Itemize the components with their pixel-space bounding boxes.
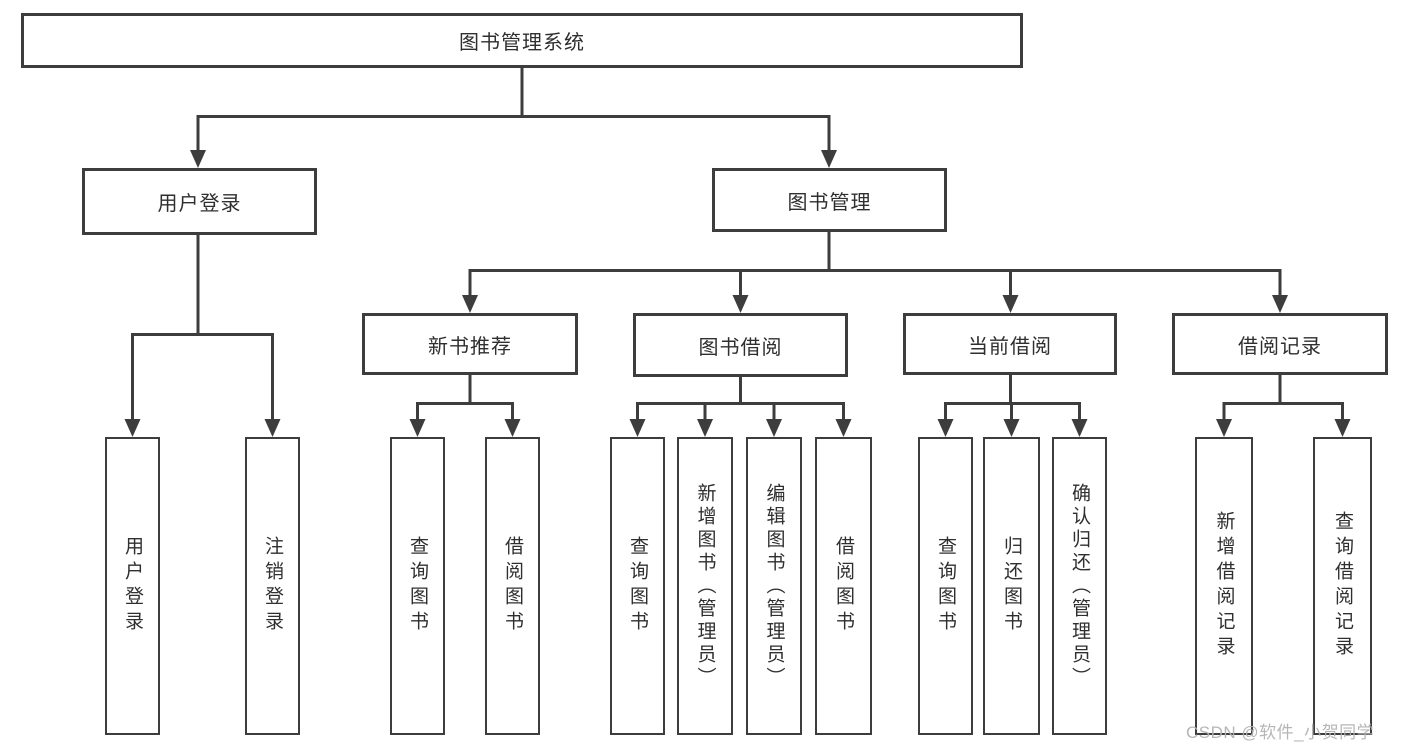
leaf-user-login: 用户登录 [105, 437, 160, 735]
leaf-query-books-borrowing: 查询图书 [610, 437, 665, 735]
node-book-management: 图书管理 [712, 168, 947, 232]
node-library-management-system: 图书管理系统 [21, 13, 1023, 68]
leaf-add-borrow-record: 新增借阅记录 [1195, 437, 1253, 735]
leaf-query-books-current: 查询图书 [918, 437, 973, 735]
leaf-query-books-recommend: 查询图书 [390, 437, 445, 735]
leaf-borrow-books-borrowing: 借阅图书 [815, 437, 872, 735]
node-user-login: 用户登录 [82, 168, 317, 235]
node-borrow-records: 借阅记录 [1172, 313, 1388, 375]
node-current-borrowing: 当前借阅 [903, 313, 1117, 375]
node-new-book-recommend: 新书推荐 [362, 313, 578, 375]
leaf-query-borrow-record: 查询借阅记录 [1313, 437, 1372, 735]
leaf-return-books: 归还图书 [983, 437, 1040, 735]
leaf-logout: 注销登录 [245, 437, 300, 735]
leaf-confirm-return-admin: 确认归还（管理员） [1052, 437, 1107, 735]
csdn-watermark: CSDN @软件_小贺同学 [1186, 723, 1375, 742]
leaf-borrow-books-recommend: 借阅图书 [485, 437, 540, 735]
leaf-edit-book-admin: 编辑图书（管理员） [746, 437, 802, 735]
node-book-borrowing: 图书借阅 [633, 313, 848, 377]
leaf-add-book-admin: 新增图书（管理员） [677, 437, 733, 735]
